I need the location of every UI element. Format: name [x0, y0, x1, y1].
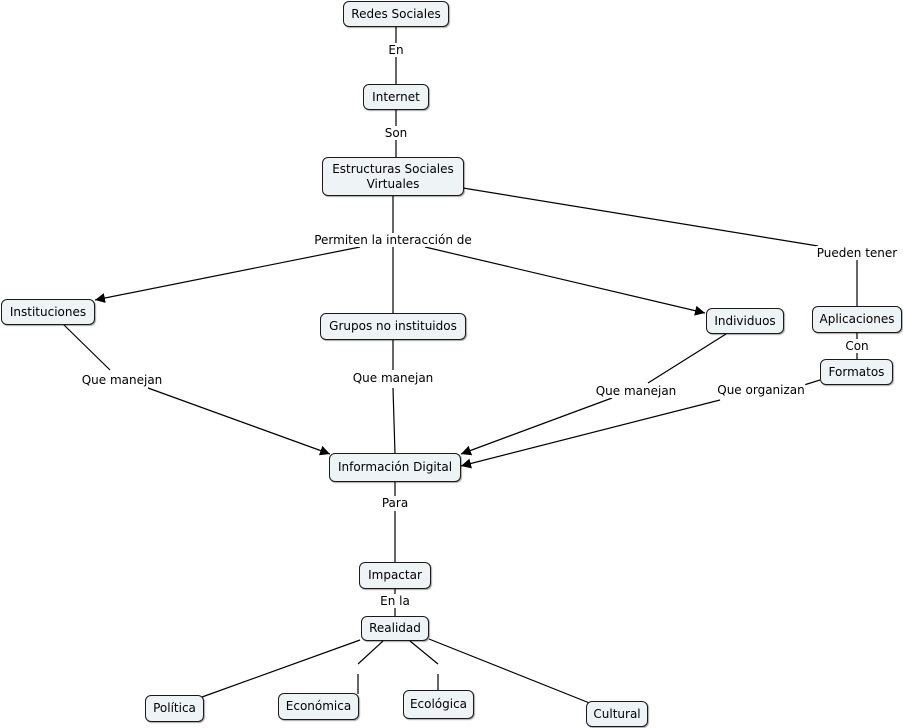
node-grupos-text: Grupos no instituidos: [329, 319, 457, 333]
node-ecologica[interactable]: Ecológica: [403, 690, 474, 719]
link-label-en-la: En la: [379, 594, 411, 608]
node-internet-text: Internet: [372, 89, 420, 104]
arrow-quemanejan-info-1: [147, 387, 331, 456]
link-label-son: Son: [383, 126, 409, 140]
node-estructuras-sociales-virtuales[interactable]: Estructuras Sociales Virtuales: [322, 157, 464, 196]
node-economica-text: Económica: [285, 699, 352, 713]
node-informacion-text: Información Digital: [337, 460, 453, 474]
link-label-para: Para: [380, 496, 410, 510]
node-cultural[interactable]: Cultural: [586, 701, 648, 727]
link-label-permiten: Permiten la interacción de: [313, 233, 473, 247]
node-individuos[interactable]: Individuos: [706, 308, 784, 334]
node-politica-text: Política: [153, 701, 196, 715]
link-individuos-quemanejan: [647, 333, 727, 384]
link-realidad-politica: [201, 639, 361, 698]
node-estructuras-line2: Virtuales: [366, 176, 420, 191]
link-realidad-economica: [357, 640, 384, 665]
link-formatos-queorganizan: [803, 379, 821, 386]
node-politica[interactable]: Política: [145, 695, 204, 722]
link-estructuras-pueden: [462, 187, 819, 247]
node-redes-sociales-text: Redes Sociales: [351, 6, 441, 21]
link-label-que-manejan-grupos: Que manejan: [351, 371, 435, 385]
link-label-que-organizan: Que organizan: [716, 383, 806, 397]
link-label-que-manejan-instituciones: Que manejan: [80, 373, 164, 387]
link-realidad-ecologica: [409, 640, 439, 665]
arrow-quemanejan-info-3: [460, 397, 613, 456]
node-impactar-text: Impactar: [368, 568, 422, 582]
node-instituciones[interactable]: Instituciones: [1, 299, 95, 325]
node-internet[interactable]: Internet: [363, 84, 429, 110]
node-economica[interactable]: Económica: [278, 693, 359, 720]
node-ecologica-text: Ecológica: [409, 697, 468, 711]
node-impactar[interactable]: Impactar: [359, 562, 431, 589]
arrow-permiten-individuos: [424, 246, 706, 316]
node-estructuras-line1: Estructuras Sociales: [332, 161, 454, 176]
arrow-queorganizan-info: [460, 399, 721, 469]
node-realidad[interactable]: Realidad: [361, 616, 429, 641]
link-quemanejan-info-2: [392, 387, 396, 455]
link-instituciones-quemanejan: [63, 324, 111, 371]
link-label-que-manejan-individuos: Que manejan: [594, 384, 678, 398]
node-redes-sociales[interactable]: Redes Sociales: [343, 1, 449, 27]
node-individuos-text: Individuos: [714, 313, 776, 328]
node-instituciones-text: Instituciones: [9, 304, 87, 319]
node-cultural-text: Cultural: [593, 706, 641, 721]
node-formatos-text: Formatos: [828, 364, 885, 379]
node-aplicaciones[interactable]: Aplicaciones: [812, 306, 902, 333]
node-formatos[interactable]: Formatos: [820, 359, 893, 385]
arrow-permiten-instituciones: [94, 246, 361, 303]
node-realidad-text: Realidad: [369, 621, 421, 635]
link-label-en: En: [387, 43, 405, 57]
link-realidad-cultural: [428, 638, 593, 705]
link-label-con: Con: [844, 339, 870, 353]
link-label-pueden-tener: Pueden tener: [815, 246, 899, 260]
node-aplicaciones-text: Aplicaciones: [819, 312, 895, 326]
node-grupos-no-instituidos[interactable]: Grupos no instituidos: [320, 313, 466, 340]
node-informacion-digital[interactable]: Información Digital: [329, 453, 461, 482]
